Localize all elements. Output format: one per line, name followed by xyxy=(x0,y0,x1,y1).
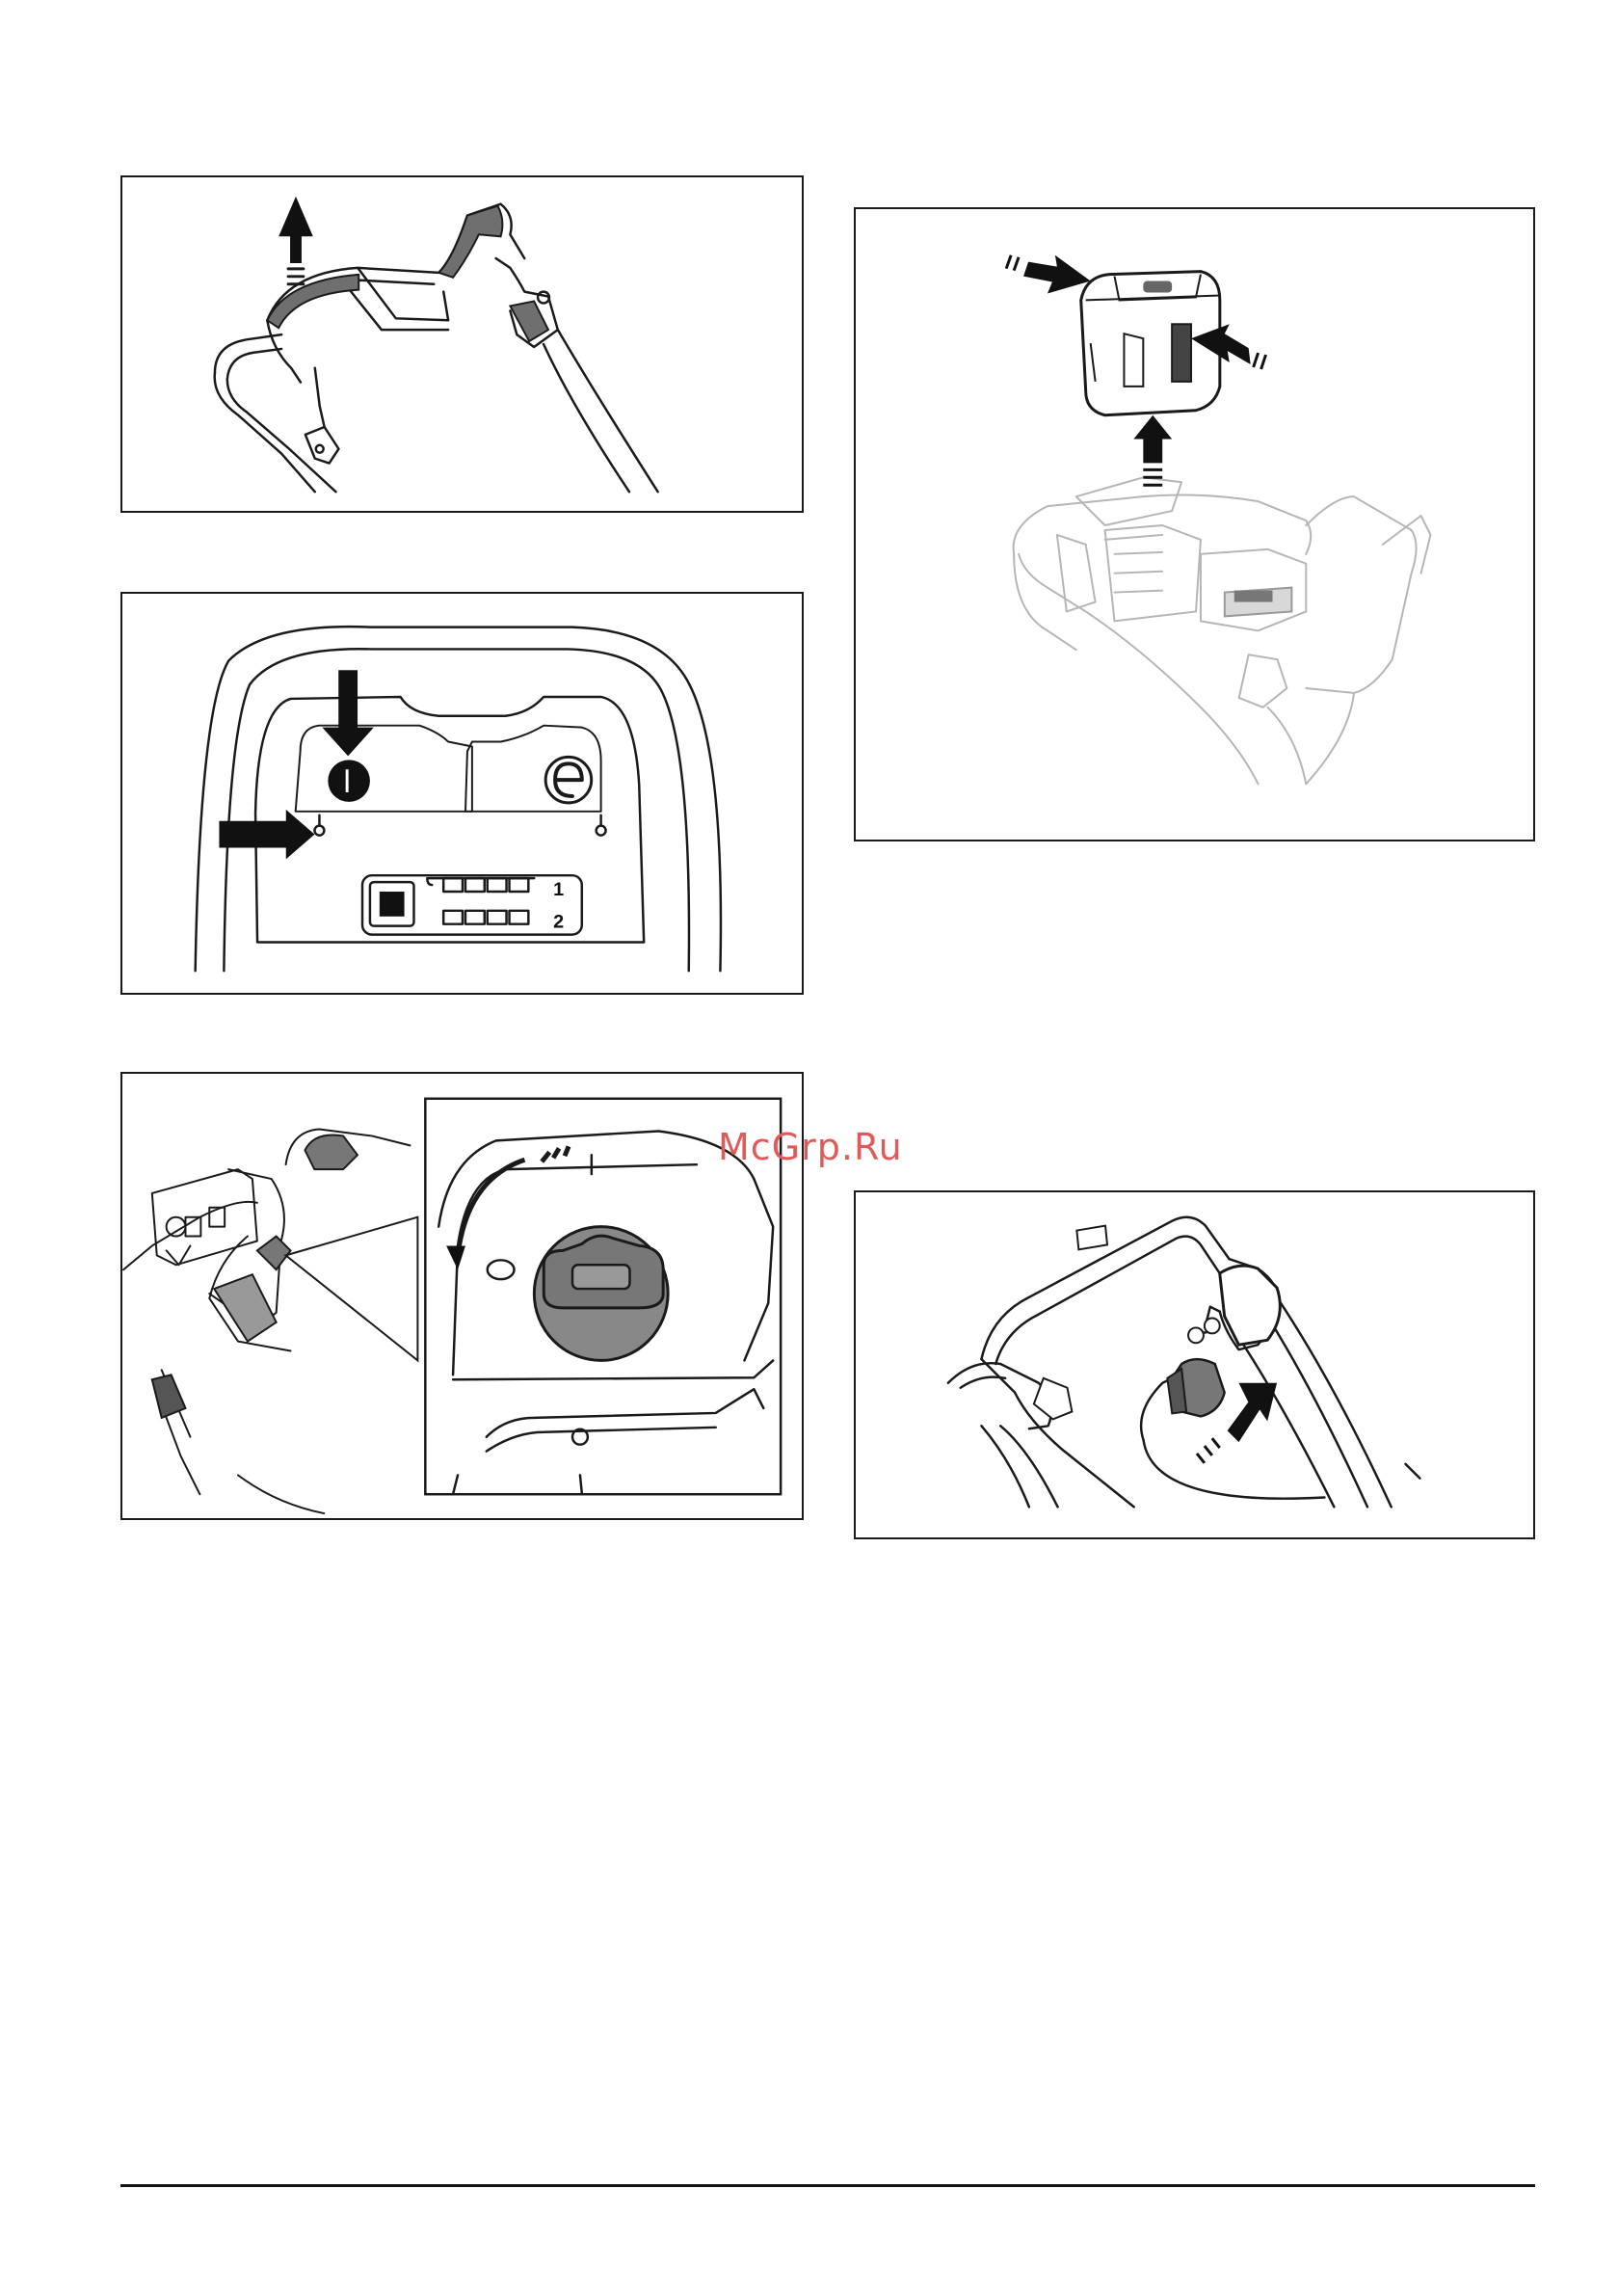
battery-1-label: 1 xyxy=(553,879,564,900)
right-arrow-icon xyxy=(1023,255,1091,294)
watermark: McGrp.Ru xyxy=(718,1126,903,1168)
figure-lid-knob xyxy=(120,1072,804,1520)
figure-plug-connection xyxy=(854,1190,1535,1539)
figure-handle-raise xyxy=(120,175,804,513)
battery-removal-illustration xyxy=(856,209,1533,840)
handle-illustration xyxy=(122,177,802,511)
lid-knob-illustration xyxy=(122,1074,802,1518)
plug-connection-illustration xyxy=(856,1192,1533,1537)
up-arrow-icon xyxy=(279,197,313,263)
right-arrow-icon xyxy=(219,810,314,860)
footer-rule xyxy=(120,2184,1535,2187)
diagonal-arrow-icon xyxy=(1228,1383,1277,1442)
down-arrow-icon xyxy=(322,670,373,756)
control-panel-illustration: 1 2 xyxy=(122,594,802,993)
up-arrow-icon xyxy=(1133,415,1172,464)
figure-control-panel: 1 2 xyxy=(120,592,804,995)
figure-battery-removal xyxy=(854,207,1535,841)
battery-2-label: 2 xyxy=(553,912,564,933)
